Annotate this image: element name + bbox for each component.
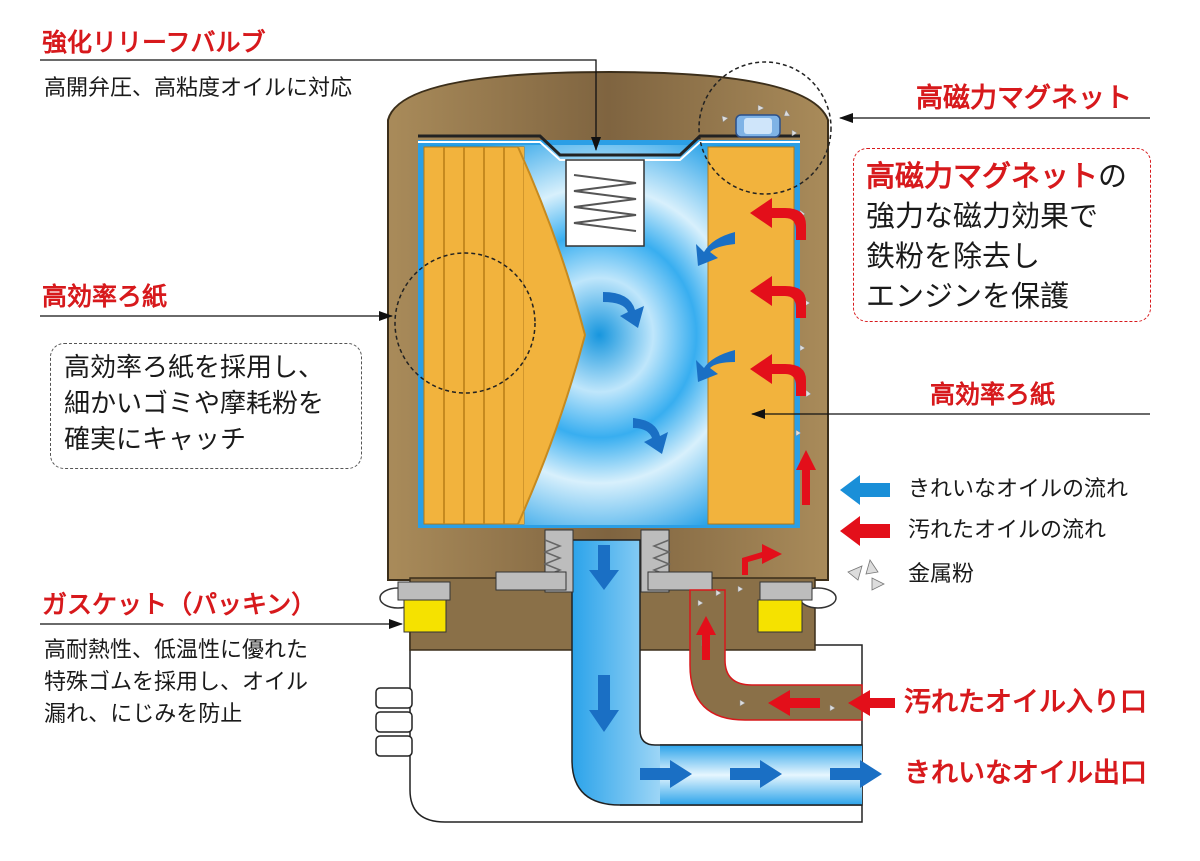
magnet — [735, 114, 781, 138]
pipe-arrow-down-1 — [589, 545, 619, 590]
paper-focus-circle — [394, 252, 536, 394]
legend-clean-arrow — [840, 475, 890, 505]
clean-arrow-3 — [603, 292, 644, 328]
magnet-info-line2: 強力な磁力効果で — [866, 199, 1099, 233]
leader-lines — [40, 59, 1150, 629]
thread-left — [495, 529, 574, 593]
paper-left-title: 高効率ろ紙 — [42, 282, 168, 311]
clean-flow-arrows — [589, 232, 882, 788]
top-plate — [418, 134, 800, 157]
magnet-info-line1-rest: の — [1098, 159, 1128, 193]
magnet-info-box — [853, 148, 1151, 322]
gasket-line3: 漏れ、にじみを防止 — [44, 702, 243, 727]
dirty-arrow-2 — [750, 276, 806, 318]
legend-metal-powder-icon — [847, 559, 885, 591]
relief-valve-title: 強化リリーフバルブ — [42, 28, 266, 57]
gasket-title: ガスケット（パッキン） — [42, 590, 317, 619]
dirty-arrow-1 — [750, 198, 806, 240]
magnet-info-line3: 鉄粉を除去し — [866, 239, 1041, 273]
legend-dirty-arrow — [840, 516, 890, 546]
gasket-line1: 高耐熱性、低温性に優れた — [44, 638, 309, 663]
paper-left-line3: 確実にキャッチ — [64, 425, 247, 455]
paper-left-line2: 細かいゴミや摩耗粉を — [64, 389, 325, 419]
paper-left-line1: 高効率ろ紙を採用し、 — [64, 353, 325, 383]
pipe-arrow-down-2 — [589, 675, 619, 732]
pipe-arrow-right-2 — [730, 760, 782, 788]
gasket-left — [397, 581, 451, 633]
legend-dirty-flow-label: 汚れたオイルの流れ — [908, 518, 1107, 543]
magnet-highlight: 高磁力マグネット — [866, 159, 1099, 193]
dirty-arrow-up — [796, 450, 816, 505]
gasket-right — [757, 581, 813, 633]
pipe-arrow-right-3 — [830, 760, 882, 788]
dirty-inlet-label: 汚れたオイル入り口 — [904, 687, 1147, 718]
hex-nut — [375, 687, 413, 757]
legend-metal-powder-label: 金属粉 — [908, 562, 975, 587]
dirty-arrow-bend — [742, 544, 782, 575]
pipe-arrow-right-1 — [640, 760, 692, 788]
dirty-arrow-inlet-left-1 — [768, 690, 820, 716]
relief-valve-spring — [565, 159, 645, 247]
dirty-arrow-inlet-left-2 — [848, 690, 895, 716]
dirty-arrow-3 — [750, 354, 806, 396]
gasket-line2: 特殊ゴムを採用し、オイル — [44, 670, 309, 695]
clean-arrow-4 — [633, 418, 668, 454]
thread-right — [640, 529, 713, 593]
magnet-title: 高磁力マグネット — [916, 83, 1132, 114]
legend-clean-flow-label: きれいなオイルの流れ — [908, 477, 1129, 502]
magnet-info-line1: 高磁力マグネットの — [866, 156, 1127, 196]
dirty-flow-arrows — [696, 198, 895, 716]
paper-right-title: 高効率ろ紙 — [930, 380, 1056, 409]
dirty-arrow-inlet-up — [696, 616, 716, 660]
relief-valve-desc: 高開弁圧、高粘度オイルに対応 — [44, 76, 353, 101]
clean-outlet-label: きれいなオイル出口 — [904, 758, 1147, 789]
magnet-info-line4: エンジンを保護 — [866, 279, 1070, 313]
inlet-passage — [689, 589, 863, 721]
paper-left-info-box — [50, 343, 362, 469]
metal-powder-specks — [697, 104, 836, 712]
clean-arrow-2 — [696, 350, 735, 382]
right-filter-paper — [707, 146, 795, 525]
magnet-focus-circle — [698, 61, 832, 195]
leader-relief-valve — [40, 59, 601, 151]
left-filter-paper — [423, 146, 587, 525]
clean-arrow-1 — [696, 232, 735, 266]
